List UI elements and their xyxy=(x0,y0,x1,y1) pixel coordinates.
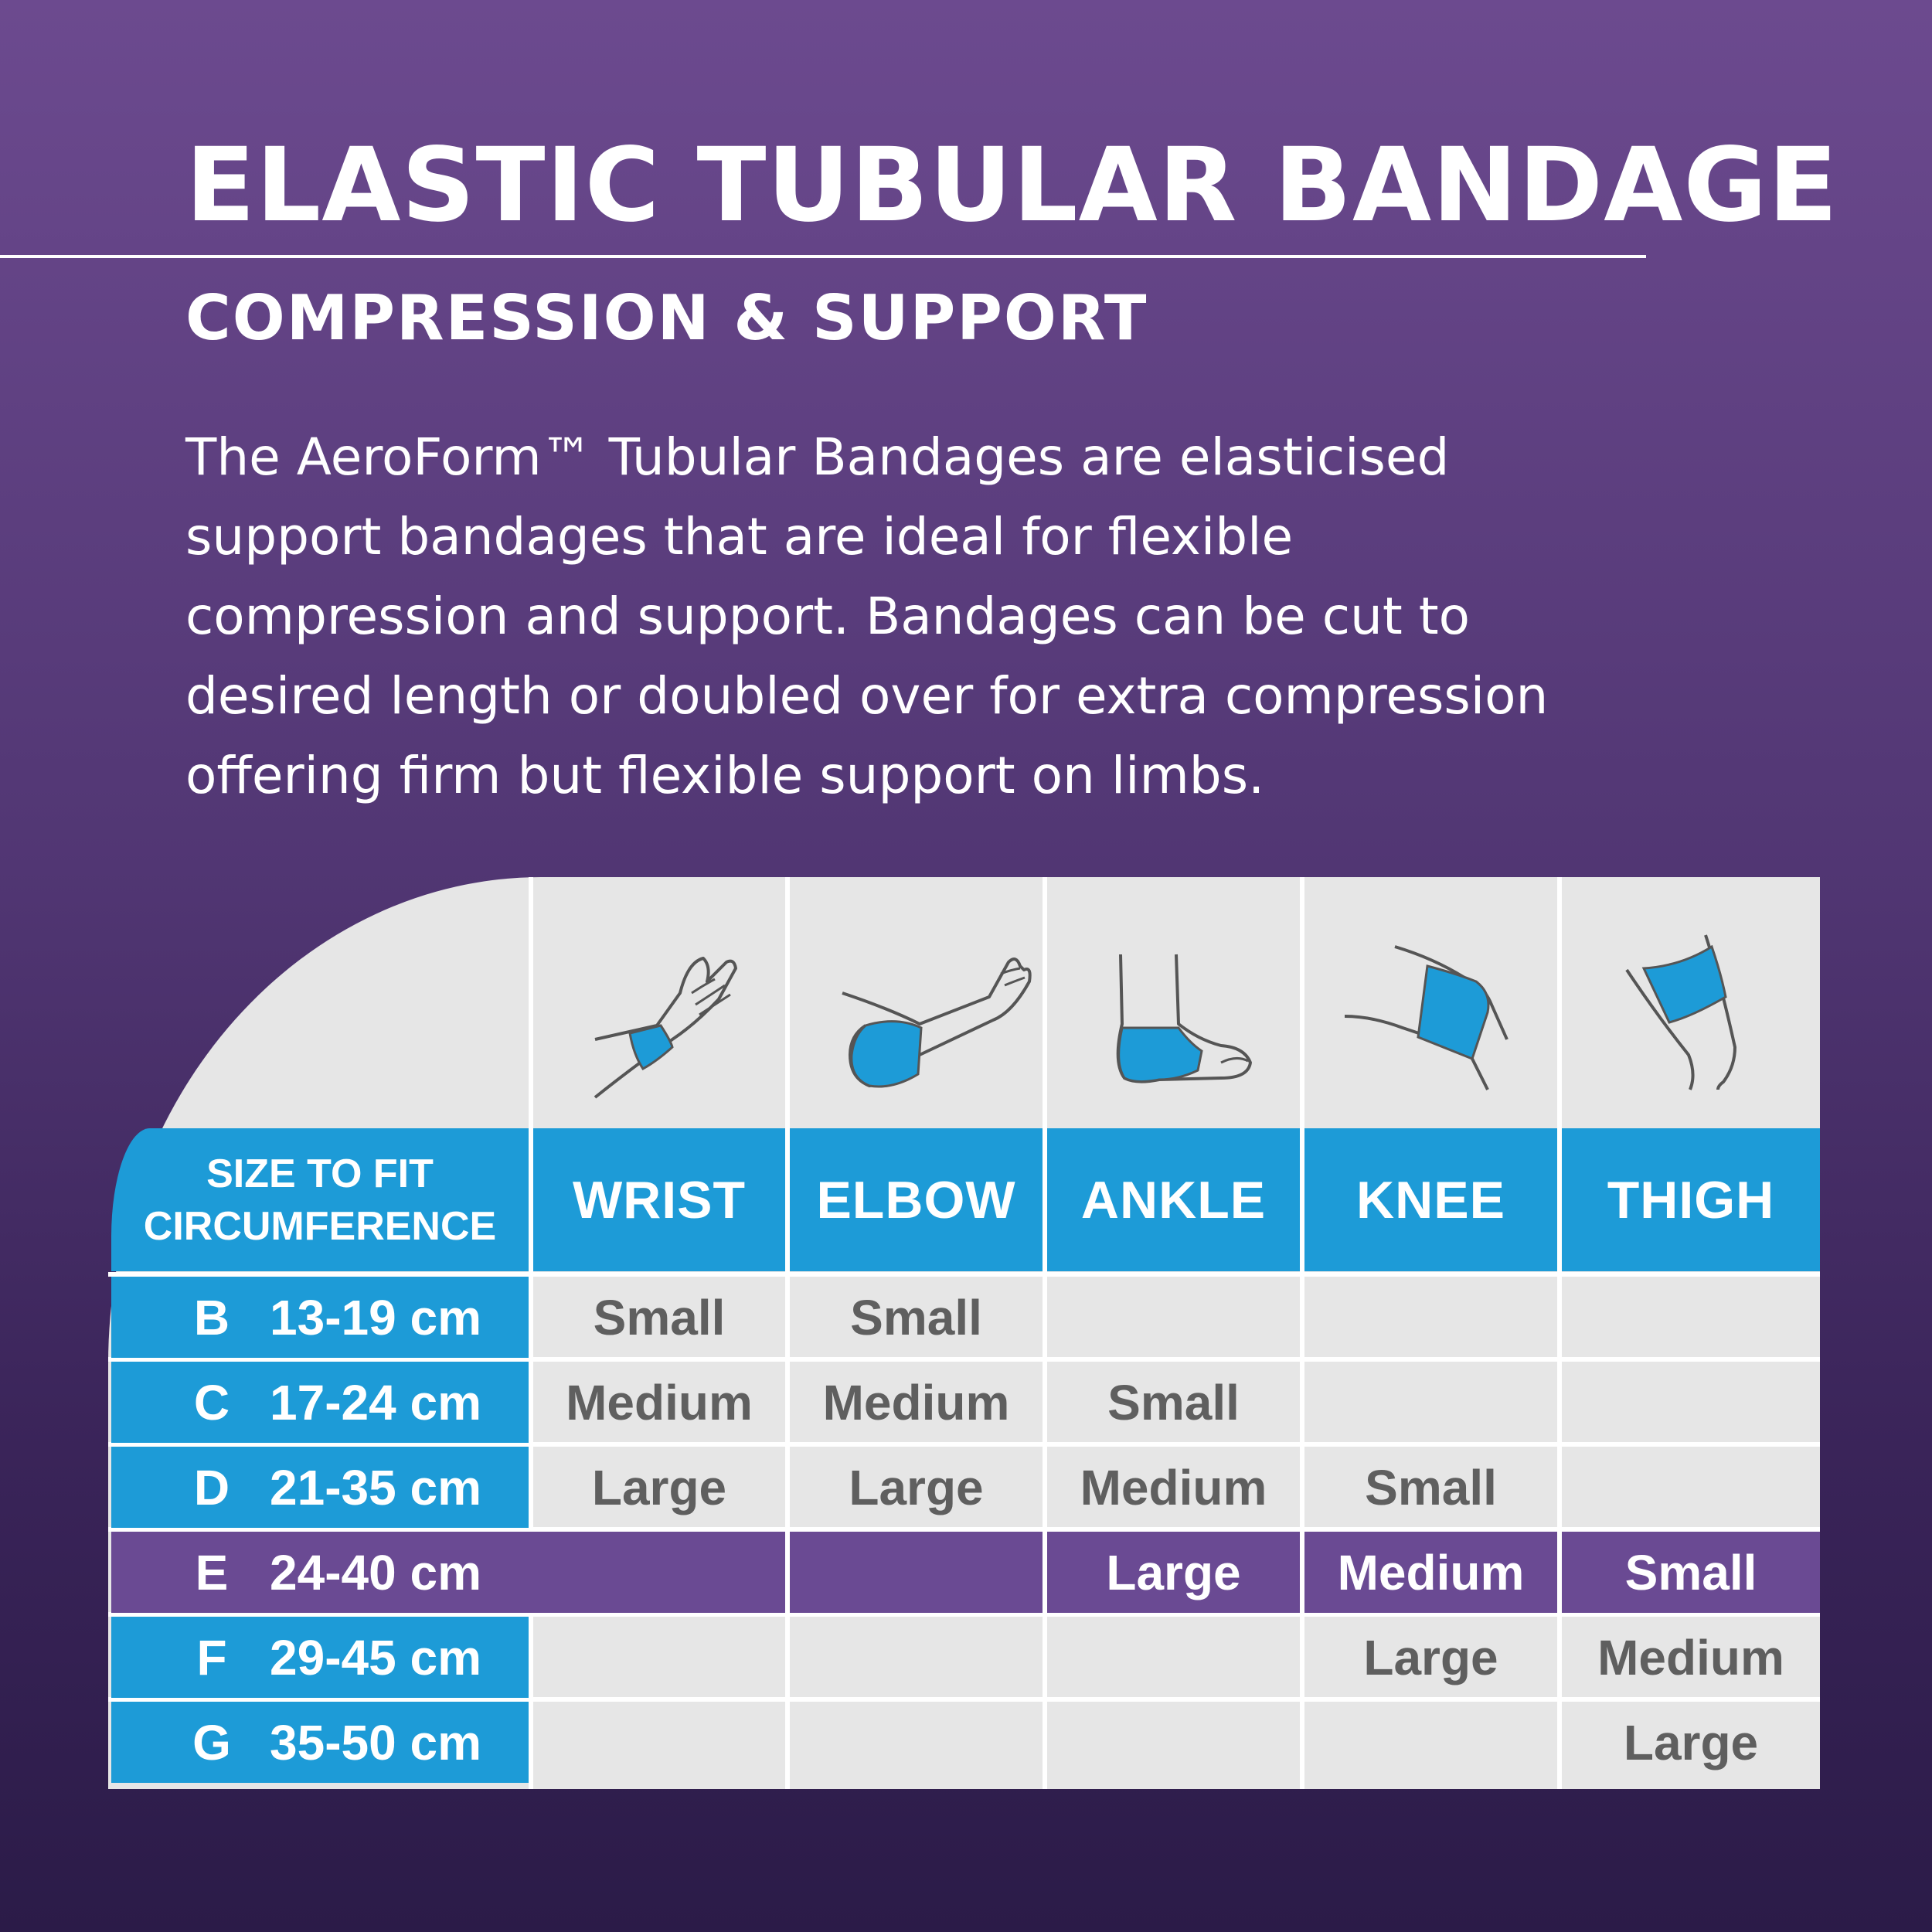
column-header-knee: KNEE xyxy=(1304,1128,1557,1271)
table-cell xyxy=(1562,1362,1820,1443)
table-cell xyxy=(1304,1277,1557,1358)
column-divider xyxy=(1300,877,1304,1789)
column-divider xyxy=(1043,877,1047,1789)
size-range: 24-40 cm xyxy=(270,1544,481,1600)
size-letter: B xyxy=(193,1289,230,1345)
table-cell: Small xyxy=(1562,1532,1820,1613)
elbow-icon xyxy=(835,939,1036,1101)
size-row-label-highlighted: E 24-40 cm xyxy=(111,1532,785,1613)
column-header-ankle: ANKLE xyxy=(1047,1128,1300,1271)
table-cell: Small xyxy=(593,1289,726,1345)
row-divider xyxy=(108,1697,1820,1702)
table-cell xyxy=(533,1702,785,1783)
table-cell: Small xyxy=(1365,1459,1497,1515)
row-divider xyxy=(108,1527,1820,1532)
size-row-label: F 29-45 cm xyxy=(111,1617,529,1698)
size-letter: E xyxy=(195,1544,229,1600)
table-cell: Medium xyxy=(822,1374,1010,1430)
table-cell xyxy=(790,1617,1043,1698)
page-subtitle: COMPRESSION & SUPPORT xyxy=(185,282,1148,354)
size-row-label: D 21-35 cm xyxy=(111,1447,529,1528)
column-header-elbow: ELBOW xyxy=(790,1128,1043,1271)
column-divider xyxy=(785,877,790,1789)
column-divider xyxy=(1557,877,1562,1789)
size-letter: G xyxy=(192,1714,231,1770)
table-cell: Large xyxy=(1363,1629,1498,1685)
knee-icon xyxy=(1341,943,1519,1097)
size-row-label: G 35-50 cm xyxy=(111,1702,529,1783)
size-row-label: B 13-19 cm xyxy=(111,1277,529,1358)
table-cell xyxy=(1562,1447,1820,1528)
table-cell: Small xyxy=(1107,1374,1240,1430)
table-cell xyxy=(790,1702,1043,1783)
thigh-icon xyxy=(1619,931,1774,1094)
table-cell xyxy=(1047,1277,1300,1358)
table-cell: Medium xyxy=(1597,1629,1784,1685)
column-divider xyxy=(529,877,533,1789)
column-header-thigh: THIGH xyxy=(1562,1128,1820,1271)
table-cell xyxy=(790,1532,1043,1613)
wrist-icon xyxy=(572,939,750,1101)
table-cell: Medium xyxy=(1304,1532,1557,1613)
size-range: 17-24 cm xyxy=(270,1374,481,1430)
table-cell: Large xyxy=(1623,1714,1759,1770)
size-range: 13-19 cm xyxy=(270,1289,481,1345)
size-range: 29-45 cm xyxy=(270,1629,481,1685)
column-header-wrist: WRIST xyxy=(533,1128,785,1271)
size-letter: F xyxy=(196,1629,227,1685)
row-divider xyxy=(108,1357,1820,1362)
table-cell xyxy=(1562,1277,1820,1358)
table-cell: Large xyxy=(1047,1532,1300,1613)
table-cell: Large xyxy=(591,1459,727,1515)
table-cell xyxy=(1304,1362,1557,1443)
table-cell: Medium xyxy=(566,1374,753,1430)
size-letter: D xyxy=(193,1459,230,1515)
table-cell xyxy=(1047,1617,1300,1698)
table-cell: Large xyxy=(849,1459,984,1515)
size-header: SIZE TO FIT CIRCUMFERENCE xyxy=(111,1128,529,1271)
size-row-label: C 17-24 cm xyxy=(111,1362,529,1443)
size-letter: C xyxy=(193,1374,230,1430)
ankle-icon xyxy=(1105,947,1260,1101)
product-description: The AeroForm™ Tubular Bandages are elast… xyxy=(185,427,1549,805)
row-divider xyxy=(108,1272,1820,1277)
page-title: ELASTIC TUBULAR BANDAGE xyxy=(185,126,1838,245)
title-divider xyxy=(0,255,1646,258)
table-cell xyxy=(533,1617,785,1698)
size-range: 21-35 cm xyxy=(270,1459,481,1515)
row-divider xyxy=(108,1442,1820,1447)
table-cell xyxy=(1304,1702,1557,1783)
table-cell: Small xyxy=(850,1289,982,1345)
size-range: 35-50 cm xyxy=(270,1714,481,1770)
table-cell xyxy=(1047,1702,1300,1783)
row-divider xyxy=(108,1612,1820,1617)
table-cell: Medium xyxy=(1080,1459,1267,1515)
